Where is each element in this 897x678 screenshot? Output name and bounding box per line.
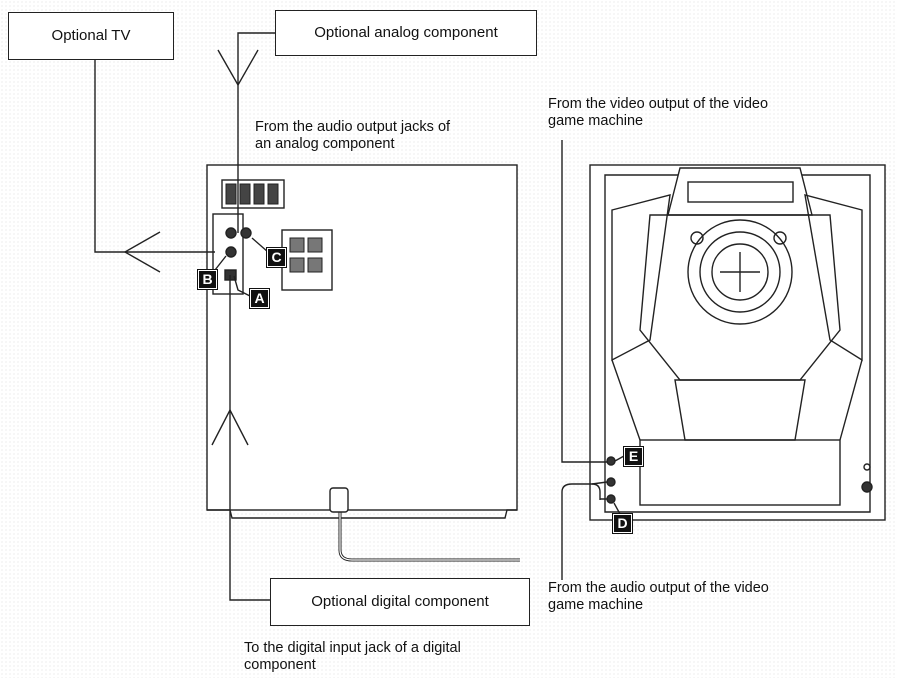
- badge-b: B: [197, 269, 218, 290]
- optional-analog-box: Optional analog component: [275, 10, 537, 56]
- front-right-wing: [804, 194, 863, 362]
- leader-c: [251, 237, 269, 253]
- tv-cable: [94, 60, 215, 253]
- video-caption-line1: From the video output of the video: [548, 96, 769, 112]
- power-cord-plug: [329, 487, 349, 513]
- analog-caption-line1: From the audio output jacks of: [255, 119, 451, 135]
- optional-digital-label: Optional digital component: [311, 593, 489, 610]
- digital-cable: [229, 275, 270, 601]
- analog-caption: From the audio output jacks of an analog…: [255, 119, 450, 153]
- front-left-wing: [611, 194, 671, 362]
- analog-caption-line2: an analog component: [255, 136, 395, 152]
- digital-caption-line1: To the digital input jack of a digital: [244, 640, 461, 656]
- optional-tv-box: Optional TV: [8, 12, 174, 60]
- audio-caption-line1: From the audio output of the video: [548, 580, 769, 596]
- front-dial-core: [711, 243, 769, 301]
- badge-d: D: [612, 513, 633, 534]
- analog-cable: [237, 32, 275, 233]
- digital-caption-line2: component: [244, 657, 316, 673]
- front-dial-cross: [720, 252, 760, 292]
- digital-caption: To the digital input jack of a digital c…: [244, 640, 461, 674]
- front-unit: [589, 164, 886, 521]
- optional-analog-label: Optional analog component: [314, 24, 498, 41]
- video-caption: From the video output of the video game …: [548, 96, 768, 130]
- video-caption-line2: game machine: [548, 113, 644, 129]
- badge-a: A: [249, 288, 270, 309]
- audio-cable: [561, 483, 601, 580]
- digital-arrow: [211, 408, 249, 446]
- badge-e: E: [623, 446, 644, 467]
- front-lower-sides: [611, 359, 863, 441]
- optional-digital-box: Optional digital component: [270, 578, 530, 626]
- audio-cable-branch: [591, 481, 608, 500]
- front-lower-panel: [639, 439, 841, 506]
- tv-arrow: [123, 231, 161, 273]
- terminal-slots: [225, 183, 279, 205]
- jack-b: [225, 246, 237, 258]
- leader-a: [233, 275, 251, 297]
- video-cable: [561, 140, 607, 463]
- jack-c-left: [225, 227, 237, 239]
- rear-unit-base: [207, 509, 517, 519]
- audio-caption: From the audio output of the video game …: [548, 580, 769, 614]
- leader-e: [614, 455, 625, 462]
- front-headphone-jack: [861, 481, 873, 493]
- jack-c-right: [240, 227, 252, 239]
- front-knob-left: [690, 231, 704, 245]
- front-jack-d1: [606, 477, 616, 487]
- audio-caption-line2: game machine: [548, 597, 644, 613]
- rear-panel-unit: [206, 164, 518, 511]
- analog-arrow: [217, 49, 259, 87]
- front-jack-e: [606, 456, 616, 466]
- front-side-button: [863, 463, 871, 471]
- leader-b: [214, 255, 227, 271]
- badge-c: C: [266, 247, 287, 268]
- leader-d: [613, 502, 621, 515]
- speaker-terminal-grid: [289, 237, 323, 273]
- front-knob-right: [773, 231, 787, 245]
- front-display-window: [687, 181, 794, 203]
- front-dial-inner: [699, 231, 781, 313]
- optional-tv-label: Optional TV: [51, 27, 131, 44]
- front-jack-d2: [606, 494, 616, 504]
